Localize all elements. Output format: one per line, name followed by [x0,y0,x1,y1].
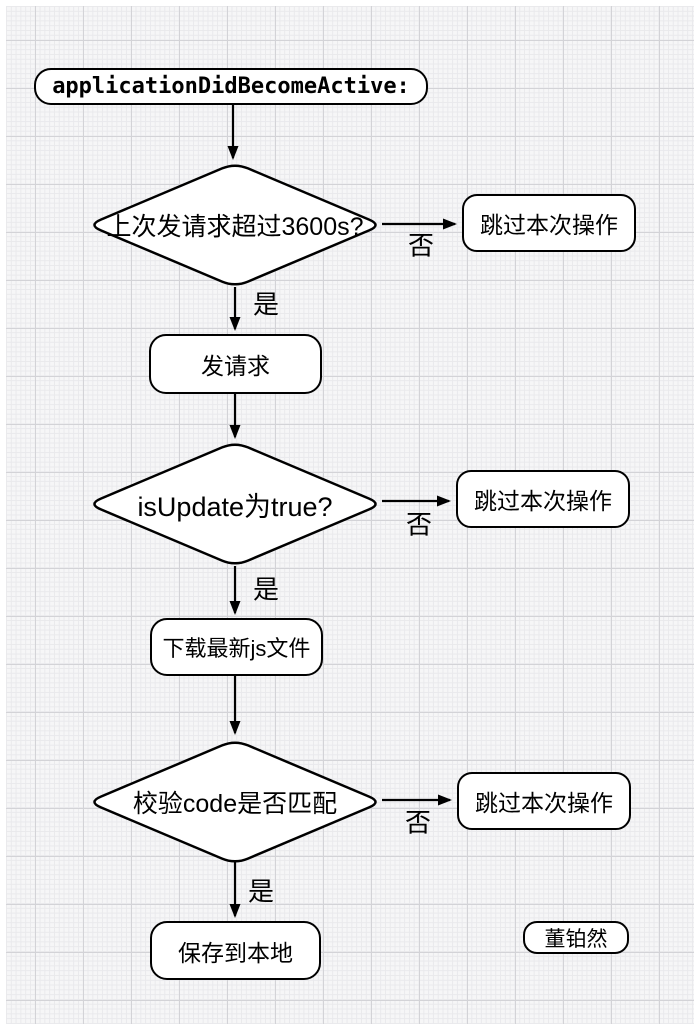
process-node-save-local: 保存到本地 [150,921,321,980]
skip-node-1-label: 跳过本次操作 [480,212,618,238]
decision-3-shape [93,741,377,863]
start-node: applicationDidBecomeActive: [34,68,428,105]
edge-label-yes-1: 是 [252,289,280,320]
decision-2-label: isUpdate为true? [137,491,333,522]
process-node-send-request: 发请求 [149,334,322,394]
process-node-download-js: 下载最新js文件 [150,618,323,676]
skip-node-2-label: 跳过本次操作 [474,488,612,514]
decision-1-shape [93,164,377,286]
skip-node-3: 跳过本次操作 [457,772,631,830]
edge-label-yes-2: 是 [252,574,280,605]
edge-label-no-2: 否 [405,509,433,540]
edge-label-yes-3: 是 [247,876,275,907]
skip-node-1: 跳过本次操作 [462,194,636,252]
edge-label-no-1: 否 [407,230,435,261]
skip-node-2: 跳过本次操作 [456,470,630,528]
decision-2-shape [93,443,377,565]
process-3-label: 保存到本地 [178,939,293,966]
decision-1-label: 上次发请求超过3600s? [106,213,364,241]
decision-node-3: 校验code是否匹配 [86,738,384,866]
edge-label-no-3: 否 [404,807,432,838]
signature-badge: 董铂然 [523,921,629,954]
decision-node-2: isUpdate为true? [86,440,384,568]
connector-layer [227,104,457,918]
flowchart-canvas: applicationDidBecomeActive: 上次发请求超过3600s… [6,6,694,1024]
signature-label: 董铂然 [544,927,608,951]
decision-node-1: 上次发请求超过3600s? [86,161,384,289]
start-node-label: applicationDidBecomeActive: [52,74,410,99]
process-1-label: 发请求 [201,353,270,379]
decision-3-label: 校验code是否匹配 [132,790,338,818]
process-2-label: 下载最新js文件 [162,636,311,661]
skip-node-3-label: 跳过本次操作 [475,790,613,816]
